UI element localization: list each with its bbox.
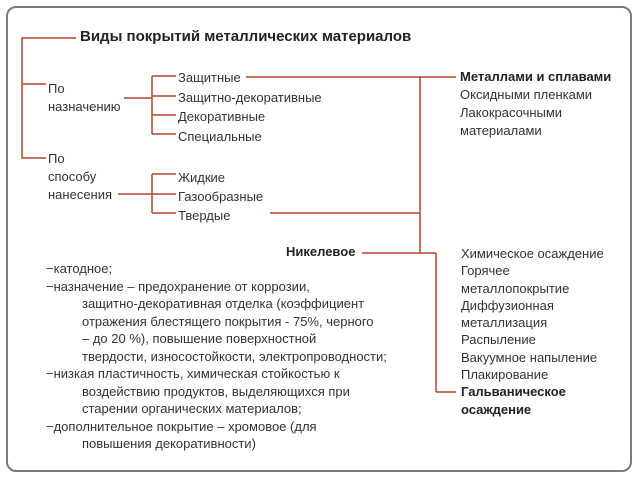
method-item: Газообразные xyxy=(178,189,264,204)
method-item: Жидкие xyxy=(178,170,226,185)
method-list-item: Плакирование xyxy=(461,367,549,383)
note-continuation: воздействию продуктов, выделяющихся при xyxy=(82,383,350,399)
method-list-item: Вакуумное напыление xyxy=(461,349,598,365)
galvanic-heading: Гальваническое xyxy=(461,384,566,400)
coatings-list: Металлами и сплавами Оксидными пленками … xyxy=(460,68,611,140)
coatings-item: Оксидными пленками xyxy=(460,87,593,102)
note-continuation: отражения блестящего покрытия - 75%, чер… xyxy=(82,313,374,329)
nickel-notes: −катодное; −назначение – предохранение о… xyxy=(46,260,387,453)
method-items: Жидкие Газообразные Твердые xyxy=(178,168,263,225)
galvanic-heading: осаждение xyxy=(461,401,532,417)
purpose-item: Защитно-декоративные xyxy=(178,89,322,105)
purpose-items: Защитные Защитно-декоративные Декоративн… xyxy=(178,68,322,146)
method-label-line: способу xyxy=(48,169,97,184)
coatings-item: материалами xyxy=(460,123,542,138)
slide-frame xyxy=(6,6,632,472)
method-list-item: Диффузионная xyxy=(461,297,554,313)
method-list-item: Химическое осаждение xyxy=(461,246,604,261)
method-item: Твердые xyxy=(178,208,231,223)
note-continuation: твердости, износостойкости, электропрово… xyxy=(82,348,387,364)
method-list-item: металлопокрытие xyxy=(461,280,570,296)
method-label-line: нанесения xyxy=(48,187,113,202)
nickel-heading: Никелевое xyxy=(286,244,356,259)
note-item: −низкая пластичность, химическая стойкос… xyxy=(46,366,340,381)
purpose-label-line: назначению xyxy=(48,99,121,114)
page-title: Виды покрытий металлических материалов xyxy=(80,28,412,45)
methods-list: Химическое осаждение Горячее металлопокр… xyxy=(461,245,604,418)
note-continuation: защитно-декоративная отделка (коэффициен… xyxy=(82,296,365,311)
method-list-item: Распыление xyxy=(461,332,536,348)
note-continuation: повышения декоративности) xyxy=(82,436,256,451)
coatings-heading: Металлами и сплавами xyxy=(460,69,612,84)
note-continuation: – до 20 %), повышение поверхностной xyxy=(82,331,317,346)
purpose-item: Декоративные xyxy=(178,109,266,124)
purpose-item: Специальные xyxy=(178,128,262,144)
purpose-label-line: По xyxy=(48,81,65,96)
title-connector xyxy=(21,37,76,159)
note-continuation: старении органических материалов; xyxy=(82,401,302,416)
purpose-label: По назначению xyxy=(48,80,121,116)
method-label: По способу нанесения xyxy=(48,150,112,204)
note-item: −дополнительное покрытие – хромовое (для xyxy=(46,418,317,434)
method-list-item: Горячее xyxy=(461,263,510,279)
method-label-line: По xyxy=(48,151,65,166)
method-list-item: металлизация xyxy=(461,315,548,331)
note-item: −назначение – предохранение от коррозии, xyxy=(46,278,310,294)
coatings-item: Лакокрасочными xyxy=(460,105,563,120)
note-item: −катодное; xyxy=(46,261,113,276)
purpose-item: Защитные xyxy=(178,70,241,85)
